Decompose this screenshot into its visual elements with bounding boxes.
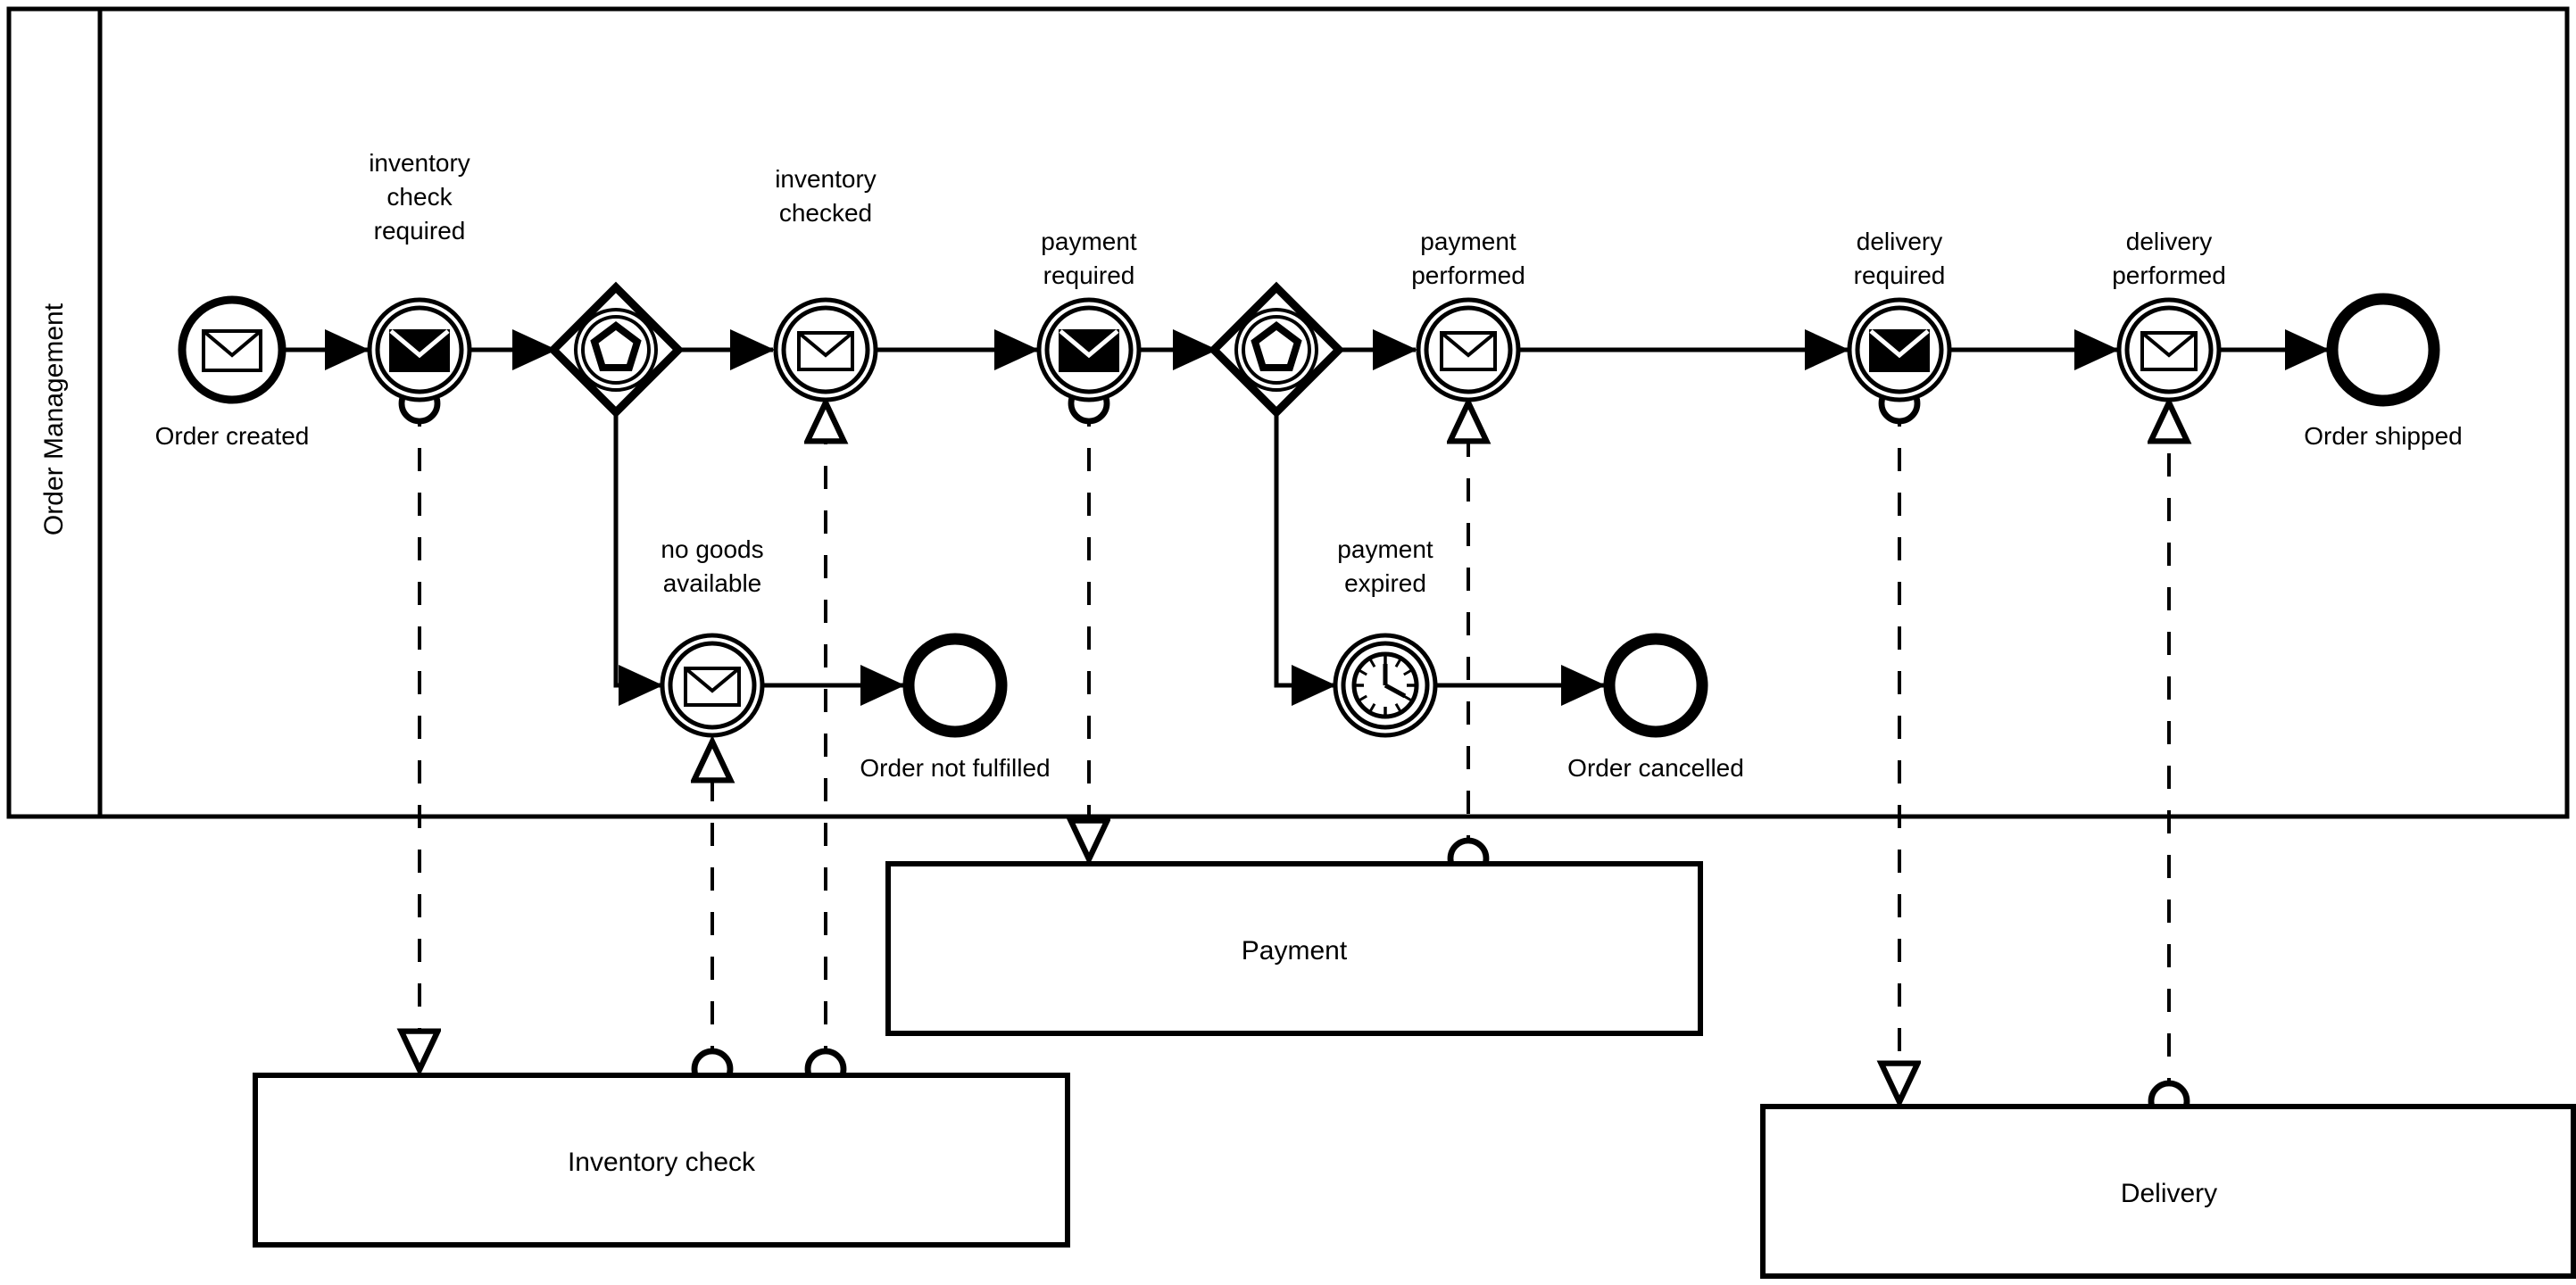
event-label-order-shipped: Order shipped (2304, 422, 2462, 450)
event-delivery-required[interactable] (1847, 297, 1952, 402)
event-payment-performed[interactable] (1416, 297, 1521, 402)
event-label-inventory-checked-1: inventory (775, 165, 877, 193)
event-label-no-goods-available-2: available (663, 569, 762, 597)
event-label-delivery-required-1: delivery (1857, 228, 1942, 255)
seq-gw2-to-payexpired (1274, 412, 1336, 706)
event-label-delivery-required-2: required (1854, 261, 1946, 289)
event-order-shipped[interactable] (2326, 293, 2440, 407)
event-payment-expired[interactable] (1333, 633, 1438, 738)
event-order-created[interactable] (178, 295, 287, 404)
pool-label-payment: Payment (1242, 936, 1348, 966)
event-label-no-goods-available-1: no goods (661, 535, 763, 563)
envelope-filled-icon (1059, 329, 1119, 372)
event-label-payment-performed-2: performed (1411, 261, 1525, 289)
event-label-delivery-performed-1: delivery (2126, 228, 2212, 255)
pentagon-icon (1251, 321, 1302, 371)
event-label-payment-required-2: required (1043, 261, 1135, 289)
gateway-event-based-payment[interactable] (1208, 281, 1345, 419)
pentagon-icon (590, 321, 642, 371)
gateway-event-based-inventory[interactable] (547, 281, 685, 419)
clock-icon (1351, 651, 1419, 719)
order-management-pool[interactable]: Order Management (6, 6, 2570, 819)
pool-payment[interactable]: Payment (885, 861, 1703, 1036)
envelope-outline-icon (2140, 331, 2198, 371)
event-label-payment-required-1: payment (1041, 228, 1137, 255)
envelope-filled-icon (1869, 329, 1930, 372)
envelope-outline-icon (202, 329, 262, 372)
event-label-payment-expired-1: payment (1337, 535, 1433, 563)
seq-gw1-to-nogoods (613, 412, 663, 706)
event-label-payment-performed-1: payment (1420, 228, 1517, 255)
pool-label-delivery: Delivery (2121, 1179, 2217, 1208)
event-label-delivery-performed-2: performed (2112, 261, 2226, 289)
pool-delivery[interactable]: Delivery (1760, 1104, 2576, 1279)
event-label-inventory-checked-2: checked (779, 199, 872, 227)
event-order-cancelled[interactable] (1603, 633, 1708, 738)
event-label-order-created: Order created (155, 422, 310, 450)
event-delivery-performed[interactable] (2116, 297, 2222, 402)
event-no-goods-available[interactable] (660, 633, 765, 738)
event-label-inventory-check-required-3: required (374, 217, 466, 245)
envelope-outline-icon (684, 667, 741, 707)
event-label-inventory-check-required-1: inventory (369, 149, 470, 177)
event-label-payment-expired-2: expired (1344, 569, 1426, 597)
event-label-order-cancelled: Order cancelled (1567, 754, 1744, 782)
pool-label-inventory-check: Inventory check (568, 1148, 756, 1177)
lane-label-order-management: Order Management (39, 303, 69, 535)
envelope-filled-icon (389, 329, 450, 372)
envelope-outline-icon (1440, 331, 1497, 371)
event-inventory-checked[interactable] (773, 297, 878, 402)
message-flow-layer (420, 403, 2169, 1101)
event-label-inventory-check-required-2: check (386, 183, 453, 211)
pool-inventory-check[interactable]: Inventory check (253, 1073, 1070, 1248)
event-order-not-fulfilled[interactable] (902, 633, 1008, 738)
envelope-outline-icon (797, 331, 854, 371)
event-payment-required[interactable] (1036, 297, 1142, 402)
event-label-order-not-fulfilled: Order not fulfilled (860, 754, 1050, 782)
event-inventory-check-required[interactable] (367, 297, 472, 402)
